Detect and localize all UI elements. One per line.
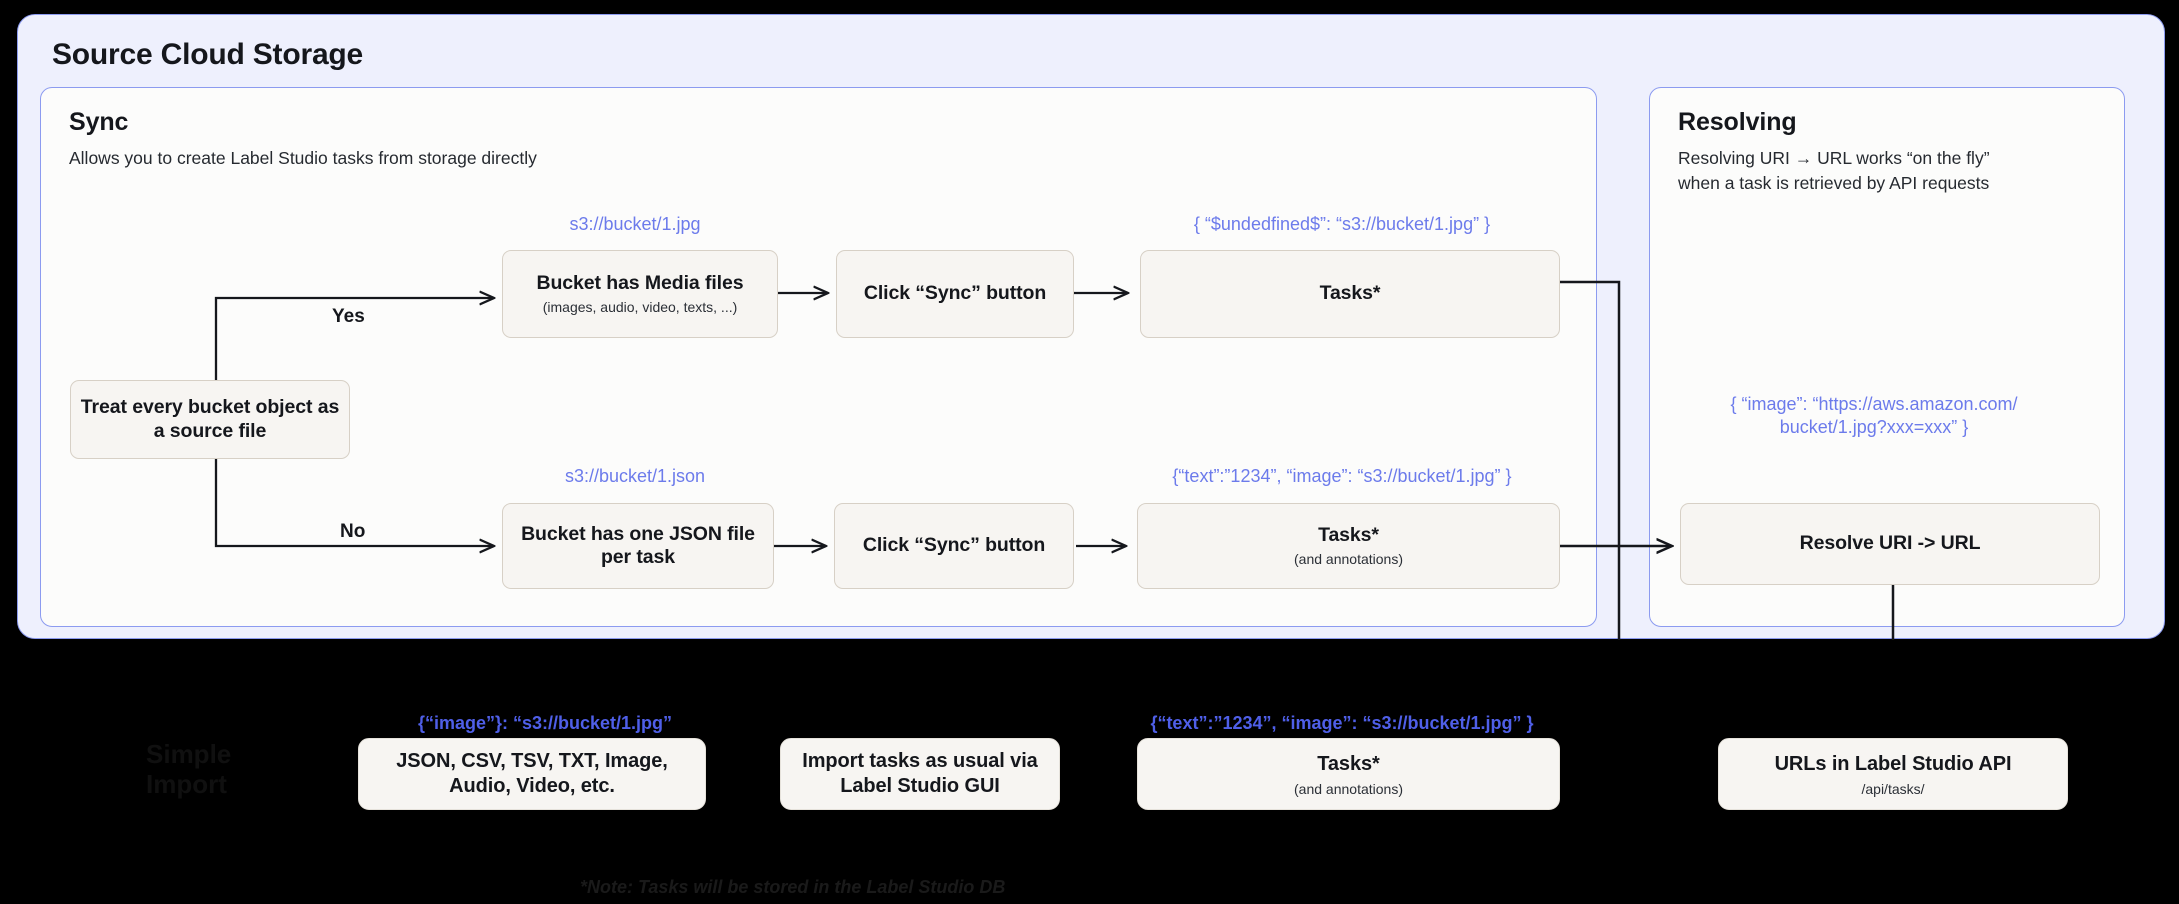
node-import-gui-title: Import tasks as usual via Label Studio G… <box>802 750 1038 797</box>
node-sync-button-bottom[interactable]: Click “Sync” button <box>834 503 1074 589</box>
resolving-subtitle: Resolving URI → URL works “on the fly” w… <box>1678 148 1990 194</box>
annotation-tasks-top-payload: { “$undedfined$”: “s3://bucket/1.jpg” } <box>1193 214 1491 234</box>
edge-label-yes: Yes <box>332 306 365 327</box>
node-urls-api[interactable]: URLs in Label Studio API /api/tasks/ <box>1718 738 2068 810</box>
annotation-import-payload: {“image”}: “s3://bucket/1.jpg” <box>417 713 673 733</box>
node-tasks-import[interactable]: Tasks* (and annotations) <box>1137 738 1560 810</box>
node-decision[interactable]: Treat every bucket object as a source fi… <box>70 380 350 459</box>
node-json-bucket-title: Bucket has one JSON file per task <box>521 522 755 568</box>
node-tasks-bottom-title: Tasks* <box>1318 523 1379 546</box>
sync-heading: Sync <box>69 108 129 136</box>
sync-subtitle: Allows you to create Label Studio tasks … <box>69 148 537 168</box>
node-tasks-bottom-subtitle: (and annotations) <box>1294 551 1403 568</box>
node-media-bucket[interactable]: Bucket has Media files (images, audio, v… <box>502 250 778 338</box>
node-formats-title: JSON, CSV, TSV, TXT, Image, Audio, Video… <box>396 750 668 797</box>
annotation-resolved-url: { “image”: “https://aws.amazon.com/ buck… <box>1730 394 2018 438</box>
node-sync-button-bottom-title: Click “Sync” button <box>862 534 1046 557</box>
node-import-gui[interactable]: Import tasks as usual via Label Studio G… <box>780 738 1060 810</box>
node-media-bucket-title: Bucket has Media files <box>536 271 744 294</box>
node-tasks-import-title: Tasks* <box>1317 752 1380 775</box>
annotation-tasks-import-payload: {“text”:”1234”, “image”: “s3://bucket/1.… <box>1150 713 1534 733</box>
node-tasks-top[interactable]: Tasks* <box>1140 250 1560 338</box>
node-sync-button-top-title: Click “Sync” button <box>863 282 1047 305</box>
node-resolve-uri[interactable]: Resolve URI -> URL <box>1680 503 2100 585</box>
simple-import-section-label: Simple Import <box>146 739 232 799</box>
node-tasks-bottom[interactable]: Tasks* (and annotations) <box>1137 503 1560 589</box>
page-title: Source Cloud Storage <box>52 38 364 71</box>
node-formats[interactable]: JSON, CSV, TSV, TXT, Image, Audio, Video… <box>358 738 706 810</box>
edge-label-no: No <box>340 521 366 542</box>
node-urls-api-title: URLs in Label Studio API <box>1774 752 2012 775</box>
node-media-bucket-subtitle: (images, audio, video, texts, ...) <box>542 299 738 316</box>
annotation-tasks-bottom-payload: {“text”:”1234”, “image”: “s3://bucket/1.… <box>1172 466 1512 486</box>
node-decision-title: Treat every bucket object as a source fi… <box>80 396 340 442</box>
node-tasks-import-subtitle: (and annotations) <box>1294 780 1403 797</box>
annotation-uri-jpg: s3://bucket/1.jpg <box>569 214 701 234</box>
node-urls-api-subtitle: /api/tasks/ <box>1861 780 1925 797</box>
node-sync-button-top[interactable]: Click “Sync” button <box>836 250 1074 338</box>
annotation-uri-json: s3://bucket/1.json <box>564 466 706 486</box>
node-tasks-top-title: Tasks* <box>1319 282 1381 305</box>
node-json-bucket[interactable]: Bucket has one JSON file per task <box>502 503 774 589</box>
footer-note: *Note: Tasks will be stored in the Label… <box>580 877 1006 897</box>
resolving-heading: Resolving <box>1678 108 1797 136</box>
node-resolve-uri-title: Resolve URI -> URL <box>1799 532 1981 555</box>
